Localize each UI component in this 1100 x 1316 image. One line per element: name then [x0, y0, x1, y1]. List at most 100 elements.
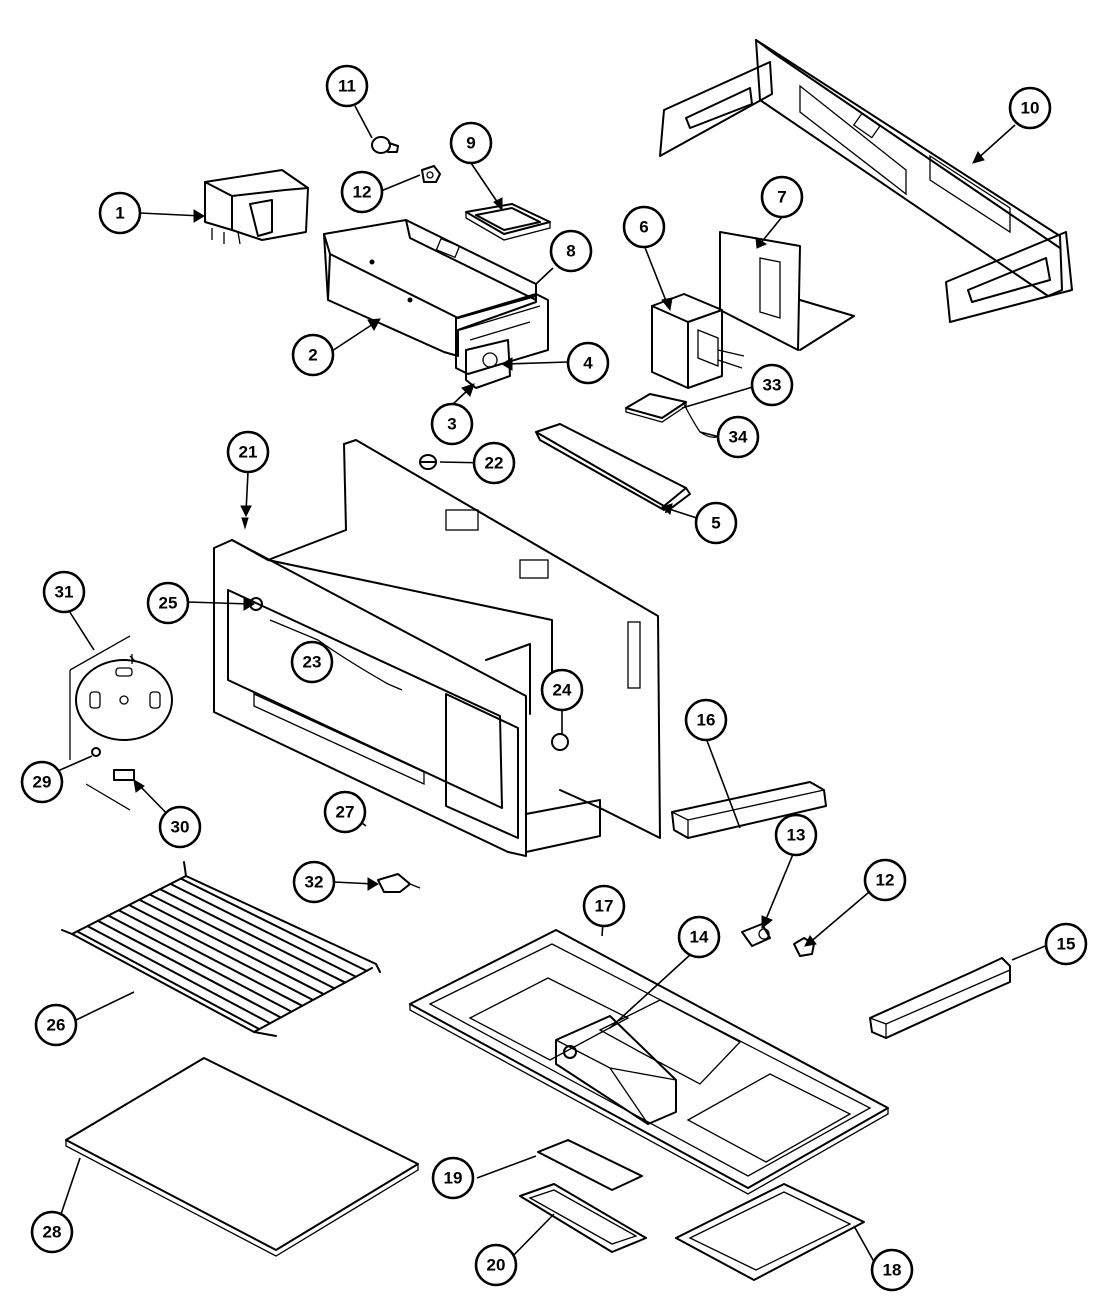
part-5-drawing: [535, 423, 691, 513]
part-32-drawing: [377, 873, 421, 893]
callout-29: 29: [20, 760, 64, 804]
svg-text:27: 27: [336, 803, 355, 822]
callout-22: 22: [472, 441, 516, 485]
callout-26: 26: [34, 1003, 78, 1047]
part-17-drawing: [409, 929, 889, 1195]
svg-text:12: 12: [876, 871, 895, 890]
rack-bar: [128, 904, 314, 1001]
svg-text:30: 30: [171, 818, 190, 837]
part-15-drawing: [869, 957, 1011, 1039]
rack-bar: [148, 893, 336, 990]
part-12a-drawing: [421, 165, 441, 183]
svg-text:1: 1: [115, 204, 124, 223]
callout-13: 13: [774, 813, 818, 857]
part-33-drawing: [625, 393, 687, 423]
main-cavity-drawing: [213, 439, 661, 857]
callout-8: 8: [549, 229, 593, 273]
svg-text:32: 32: [305, 873, 324, 892]
svg-text:12: 12: [353, 183, 372, 202]
rack-bar: [96, 919, 282, 1019]
part-8-drawing: [455, 293, 549, 375]
part-30-drawing: [113, 769, 135, 781]
svg-text:28: 28: [43, 1223, 62, 1242]
svg-text:34: 34: [729, 428, 748, 447]
part-13-drawing: [741, 923, 771, 947]
part-19-drawing: [537, 1139, 643, 1191]
callout-3: 3: [430, 402, 474, 446]
callout-19: 19: [431, 1156, 475, 1200]
part-11-drawing: [371, 136, 399, 154]
callouts: 1 2 3 4 5 6 7 8 9 10 11 12 12 13 14 15 1…: [20, 64, 1088, 1292]
svg-text:22: 22: [485, 454, 504, 473]
callout-32: 32: [292, 860, 336, 904]
callout-7: 7: [760, 175, 804, 219]
part-29-drawing: [91, 747, 101, 757]
rack-bar: [179, 877, 368, 972]
rack-bar: [138, 898, 325, 996]
part-26-drawing: [61, 861, 381, 1037]
callout-27: 27: [323, 790, 367, 834]
callout-33: 33: [750, 363, 794, 407]
callout-9: 9: [449, 121, 493, 165]
callout-25: 25: [146, 581, 190, 625]
part-31-drawing: [69, 635, 173, 811]
svg-text:33: 33: [763, 376, 782, 395]
callout-31: 31: [42, 570, 86, 614]
svg-text:16: 16: [697, 711, 716, 730]
svg-text:4: 4: [583, 354, 593, 373]
callout-30: 30: [158, 805, 202, 849]
callout-1: 1: [98, 191, 142, 235]
callout-28: 28: [30, 1210, 74, 1254]
callout-12a: 12: [340, 170, 384, 214]
svg-text:31: 31: [55, 583, 74, 602]
svg-text:18: 18: [883, 1261, 902, 1280]
svg-text:5: 5: [711, 514, 720, 533]
svg-text:2: 2: [308, 346, 317, 365]
rack-bar: [159, 888, 347, 984]
part-21-drawing: [241, 517, 249, 530]
rack-bar: [169, 882, 357, 978]
callout-34: 34: [716, 415, 760, 459]
part-10-drawing: [659, 39, 1073, 323]
rack-bar: [107, 914, 293, 1013]
part-16-drawing: [671, 781, 827, 839]
part-12b-drawing: [793, 937, 815, 957]
part-3-drawing: [465, 339, 511, 389]
callout-5: 5: [694, 501, 738, 545]
callout-24: 24: [540, 668, 584, 712]
part-22-drawing: [419, 454, 437, 470]
callout-17: 17: [582, 884, 626, 928]
part-18-drawing: [675, 1183, 865, 1281]
svg-text:19: 19: [444, 1169, 463, 1188]
part-6-drawing: [651, 293, 745, 389]
callout-23: 23: [290, 640, 334, 684]
rack-bar: [86, 925, 272, 1025]
callout-14: 14: [677, 915, 721, 959]
rack-bar: [76, 930, 261, 1031]
svg-text:11: 11: [338, 77, 356, 96]
svg-text:21: 21: [239, 443, 258, 462]
svg-text:20: 20: [487, 1256, 506, 1275]
svg-text:26: 26: [47, 1016, 66, 1035]
svg-text:23: 23: [303, 653, 322, 672]
svg-text:10: 10: [1021, 99, 1040, 118]
callout-15: 15: [1044, 922, 1088, 966]
callout-16: 16: [684, 698, 728, 742]
callout-2: 2: [291, 333, 335, 377]
svg-text:29: 29: [33, 773, 52, 792]
part-14-drawing: [555, 1015, 677, 1125]
callout-12b: 12: [863, 858, 907, 902]
part-20-drawing: [519, 1183, 647, 1253]
svg-text:6: 6: [639, 218, 648, 237]
svg-text:17: 17: [595, 897, 614, 916]
callout-4: 4: [566, 341, 610, 385]
part-7-drawing: [719, 231, 855, 351]
svg-text:3: 3: [447, 415, 456, 434]
part-28-drawing: [65, 1057, 419, 1257]
svg-text:7: 7: [777, 188, 786, 207]
callout-10: 10: [1008, 86, 1052, 130]
rack-bar: [117, 909, 304, 1007]
callout-18: 18: [870, 1248, 914, 1292]
callout-20: 20: [474, 1243, 518, 1287]
